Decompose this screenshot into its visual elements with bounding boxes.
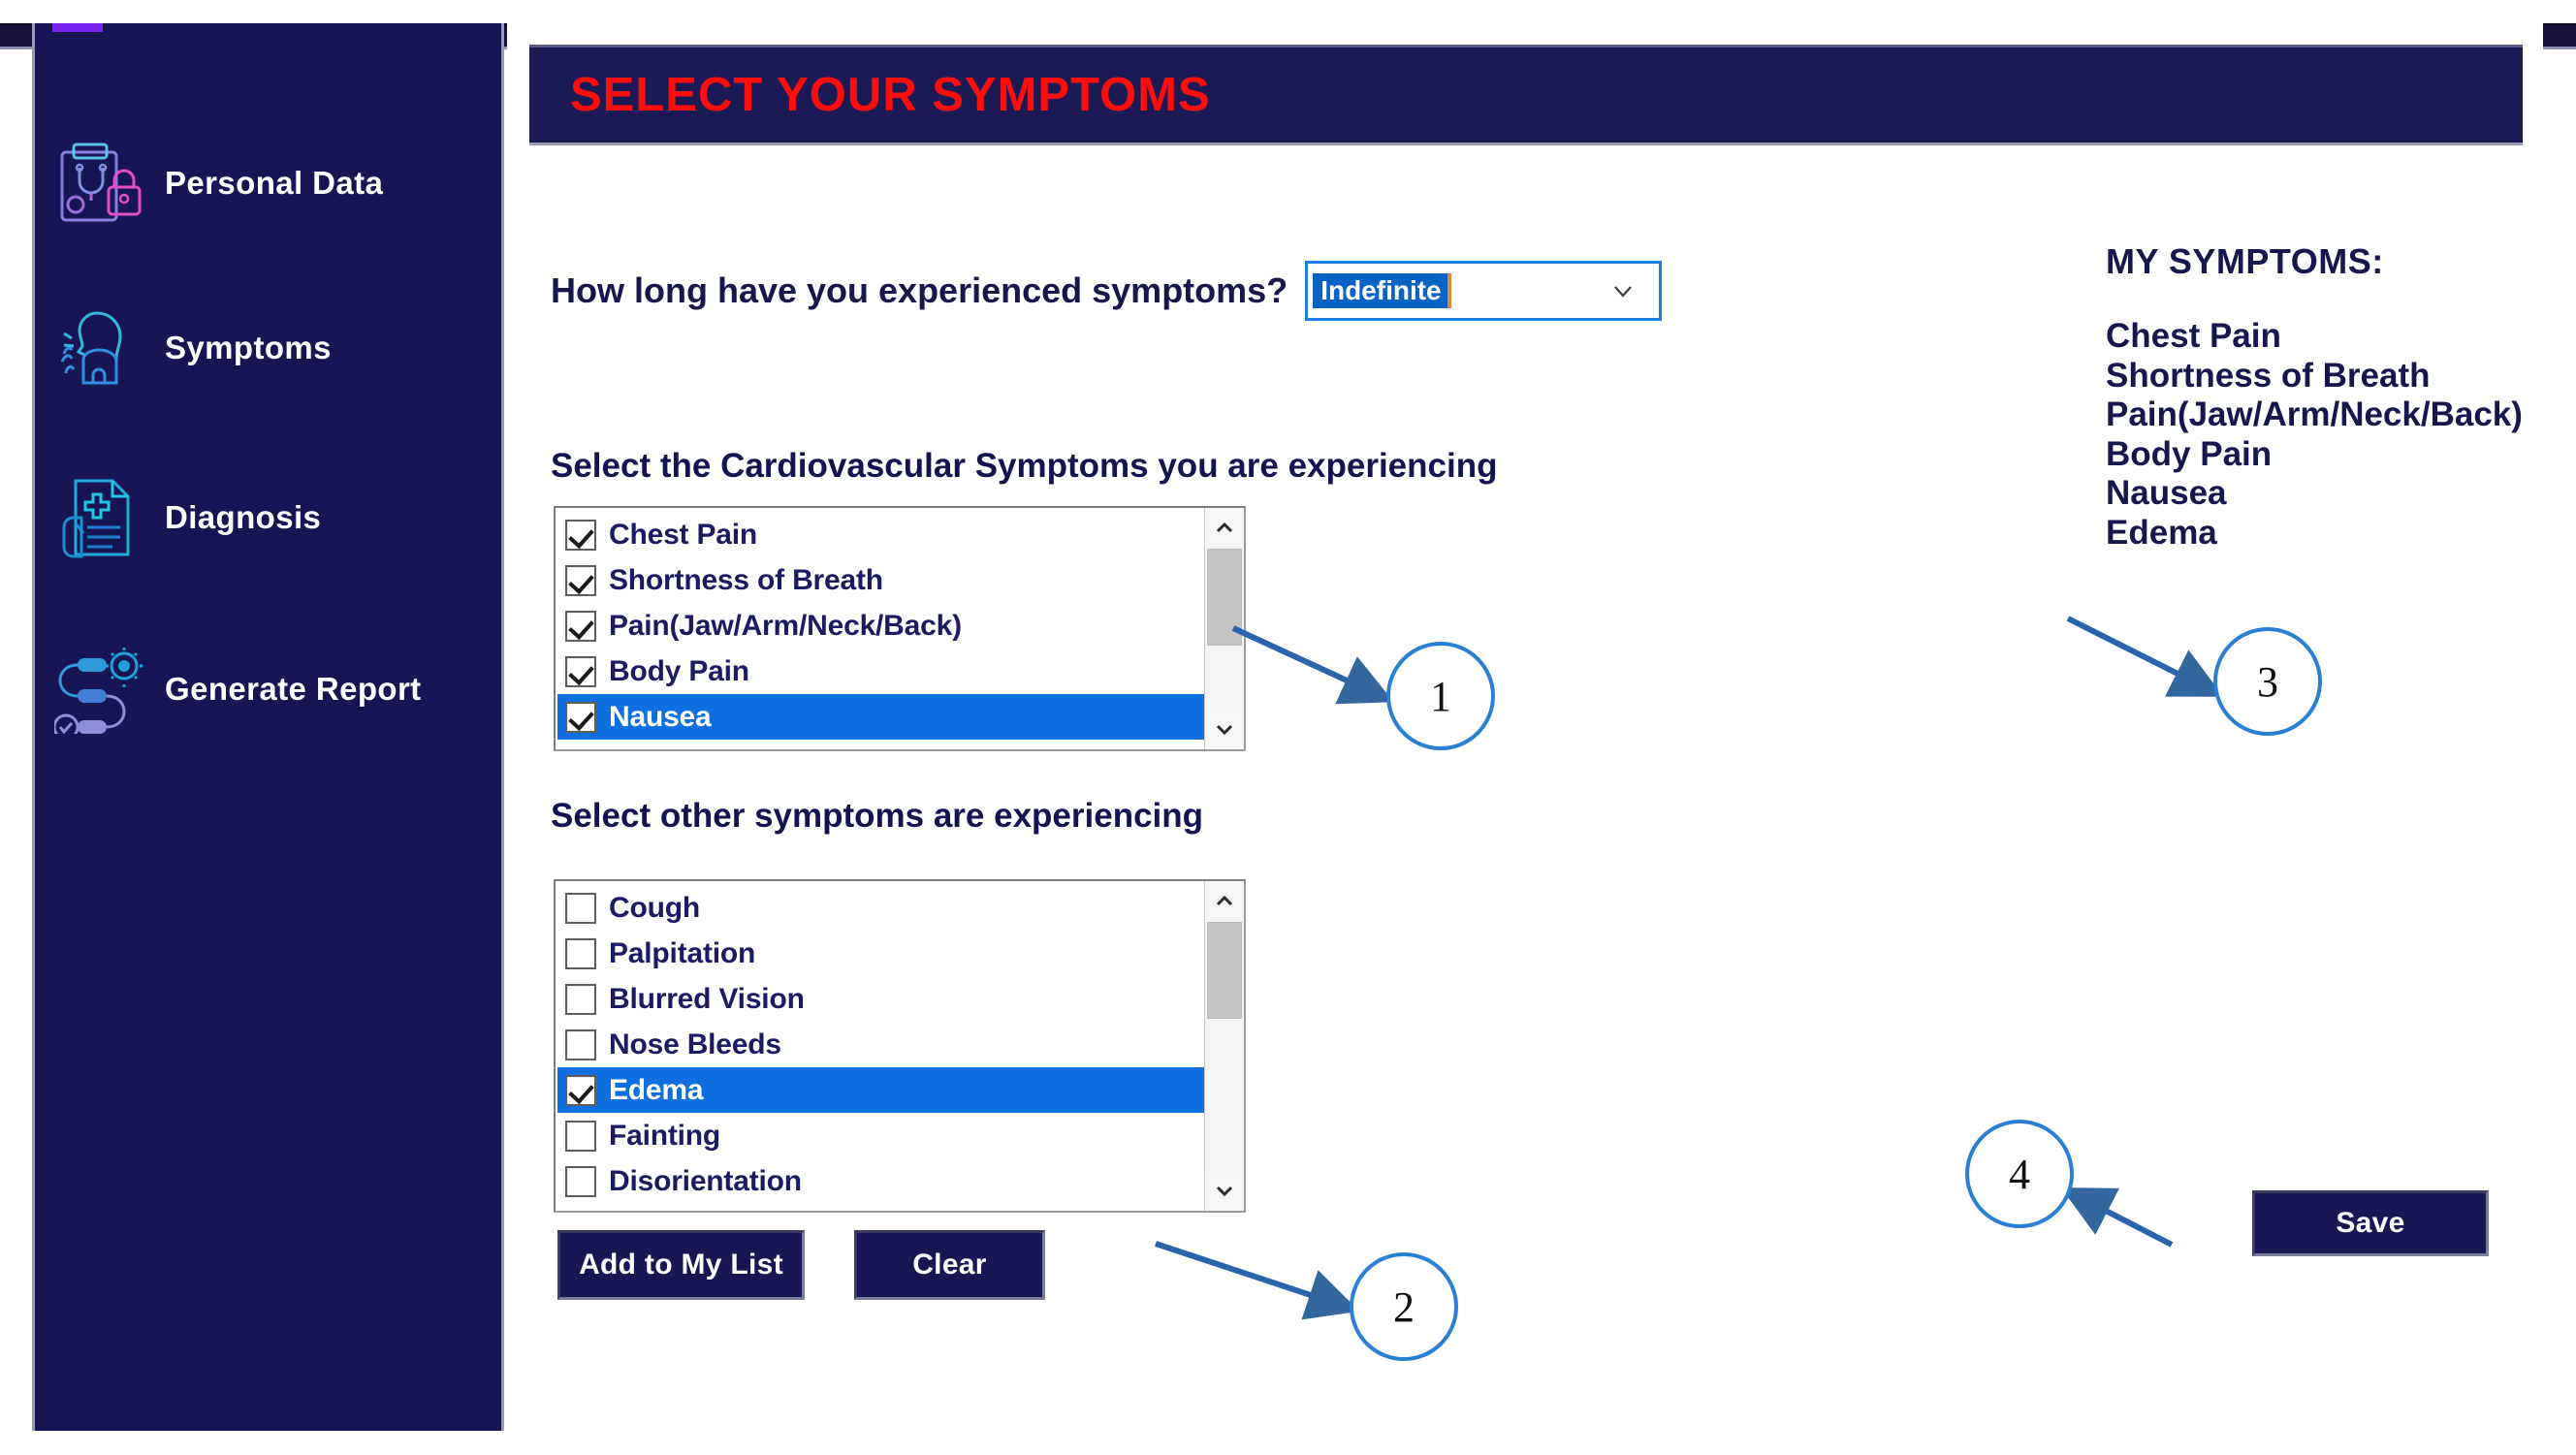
checkbox-icon[interactable] bbox=[565, 701, 596, 733]
list-item-label: Shortness of Breath bbox=[609, 563, 883, 596]
other-list-scrollbar[interactable] bbox=[1204, 881, 1244, 1211]
other-section-heading: Select other symptoms are experiencing bbox=[551, 797, 1204, 835]
callout-marker-4: 4 bbox=[1965, 1120, 2074, 1228]
clear-button[interactable]: Clear bbox=[854, 1230, 1045, 1300]
sidebar-item-label: Diagnosis bbox=[165, 499, 322, 535]
person-cough-icon bbox=[43, 295, 159, 401]
my-symptoms-title: MY SYMPTOMS: bbox=[2106, 241, 2384, 281]
list-item-label: Fainting bbox=[609, 1119, 721, 1152]
list-item[interactable]: Cough bbox=[557, 885, 1204, 931]
flowchart-gear-check-icon bbox=[43, 636, 159, 743]
list-item-label: Chest Pain bbox=[609, 518, 758, 551]
document-medical-cross-icon bbox=[43, 464, 159, 571]
sidebar-item-generate-report[interactable]: Generate Report bbox=[35, 626, 507, 752]
scrollbar-thumb[interactable] bbox=[1207, 922, 1242, 1019]
scroll-up-icon[interactable] bbox=[1205, 508, 1244, 547]
checkbox-icon[interactable] bbox=[565, 1165, 596, 1197]
sidebar-item-diagnosis[interactable]: Diagnosis bbox=[35, 455, 507, 581]
list-item[interactable]: Pain(Jaw/Arm/Neck/Back) bbox=[557, 603, 1204, 648]
callout-marker-2: 2 bbox=[1350, 1252, 1458, 1361]
my-symptom-item: Edema bbox=[2106, 513, 2217, 552]
list-item-label: Body Pain bbox=[609, 654, 749, 687]
clipboard-stethoscope-lock-icon bbox=[43, 130, 159, 237]
list-item-label: Edema bbox=[609, 1073, 704, 1106]
scroll-down-icon[interactable] bbox=[1205, 711, 1244, 749]
list-item-label: Palpitation bbox=[609, 936, 756, 969]
scroll-down-icon[interactable] bbox=[1205, 1172, 1244, 1211]
my-symptom-item: Body Pain bbox=[2106, 434, 2273, 473]
page-header: SELECT YOUR SYMPTOMS bbox=[529, 45, 2523, 145]
checkbox-icon[interactable] bbox=[565, 1120, 596, 1152]
sidebar: Personal Data Symptoms bbox=[32, 23, 504, 1431]
my-symptom-item: Pain(Jaw/Arm/Neck/Back) bbox=[2106, 395, 2523, 434]
checkbox-icon[interactable] bbox=[565, 1074, 596, 1106]
list-item-label: Nausea bbox=[609, 700, 712, 733]
cardio-section-heading: Select the Cardiovascular Symptoms you a… bbox=[551, 447, 1498, 485]
list-item[interactable]: Palpitation bbox=[557, 931, 1204, 976]
save-button[interactable]: Save bbox=[2252, 1190, 2489, 1256]
list-item-label: Disorientation bbox=[609, 1164, 802, 1197]
list-item-label: Pain(Jaw/Arm/Neck/Back) bbox=[609, 609, 962, 642]
my-symptom-item: Shortness of Breath bbox=[2106, 356, 2431, 395]
sidebar-item-symptoms[interactable]: Symptoms bbox=[35, 285, 507, 411]
duration-selected-value: Indefinite bbox=[1313, 272, 1451, 309]
cardio-list-body: Chest Pain Shortness of Breath Pain(Jaw/… bbox=[556, 508, 1204, 749]
add-to-my-list-button[interactable]: Add to My List bbox=[557, 1230, 805, 1300]
main-content: SELECT YOUR SYMPTOMS How long have you e… bbox=[507, 23, 2543, 1431]
cardio-list-scrollbar[interactable] bbox=[1204, 508, 1244, 749]
page-title: SELECT YOUR SYMPTOMS bbox=[570, 69, 1211, 121]
chevron-down-icon bbox=[1612, 280, 1634, 301]
other-symptom-list[interactable]: Cough Palpitation Blurred Vision Nose Bl… bbox=[554, 879, 1246, 1213]
checkbox-icon[interactable] bbox=[565, 610, 596, 642]
duration-select[interactable]: Indefinite bbox=[1305, 261, 1663, 321]
checkbox-icon[interactable] bbox=[565, 564, 596, 596]
cardio-symptom-list[interactable]: Chest Pain Shortness of Breath Pain(Jaw/… bbox=[554, 506, 1246, 751]
scrollbar-thumb[interactable] bbox=[1207, 549, 1242, 646]
list-item[interactable]: Edema bbox=[557, 1067, 1204, 1113]
list-item[interactable]: Body Pain bbox=[557, 648, 1204, 694]
list-item[interactable]: Blurred Vision bbox=[557, 976, 1204, 1022]
checkbox-icon[interactable] bbox=[565, 892, 596, 924]
my-symptoms-panel: MY SYMPTOMS: Chest Pain Shortness of Bre… bbox=[2106, 241, 2523, 554]
list-item[interactable]: Fainting bbox=[557, 1113, 1204, 1158]
my-symptom-item: Chest Pain bbox=[2106, 317, 2281, 355]
my-symptom-item: Nausea bbox=[2106, 474, 2227, 513]
list-item[interactable]: Nose Bleeds bbox=[557, 1022, 1204, 1067]
list-item-label: Nose Bleeds bbox=[609, 1028, 781, 1060]
duration-question-label: How long have you experienced symptoms? bbox=[551, 270, 1288, 310]
duration-row: How long have you experienced symptoms? … bbox=[551, 261, 1663, 321]
sidebar-item-label: Personal Data bbox=[165, 165, 384, 201]
checkbox-icon[interactable] bbox=[565, 1028, 596, 1060]
other-list-body: Cough Palpitation Blurred Vision Nose Bl… bbox=[556, 881, 1204, 1211]
sidebar-item-personal-data[interactable]: Personal Data bbox=[35, 120, 507, 246]
checkbox-icon[interactable] bbox=[565, 519, 596, 551]
callout-marker-3: 3 bbox=[2213, 627, 2322, 736]
sidebar-accent-bar bbox=[52, 23, 103, 32]
list-item[interactable]: Disorientation bbox=[557, 1158, 1204, 1204]
list-item[interactable]: Shortness of Breath bbox=[557, 557, 1204, 603]
checkbox-icon[interactable] bbox=[565, 983, 596, 1015]
list-item[interactable]: Nausea bbox=[557, 694, 1204, 740]
callout-marker-1: 1 bbox=[1386, 642, 1495, 750]
sidebar-item-label: Generate Report bbox=[165, 671, 422, 707]
list-item-label: Blurred Vision bbox=[609, 982, 805, 1015]
checkbox-icon[interactable] bbox=[565, 937, 596, 969]
scroll-up-icon[interactable] bbox=[1205, 881, 1244, 920]
list-item[interactable]: Chest Pain bbox=[557, 512, 1204, 557]
sidebar-item-label: Symptoms bbox=[165, 330, 332, 365]
checkbox-icon[interactable] bbox=[565, 655, 596, 687]
list-item-label: Cough bbox=[609, 891, 700, 924]
